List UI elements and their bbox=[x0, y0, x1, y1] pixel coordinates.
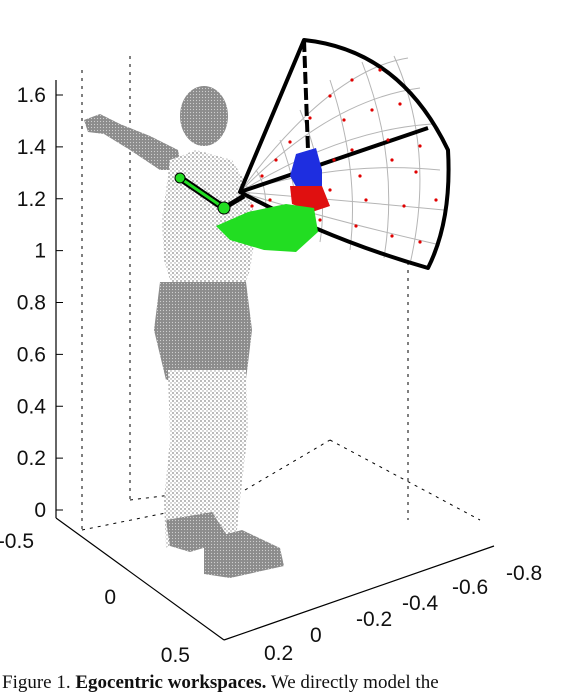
y-tick-label: -0.5 bbox=[0, 530, 34, 553]
shoulder-joint bbox=[174, 172, 186, 184]
sample-point bbox=[328, 94, 332, 98]
x-tick-label: -0.4 bbox=[402, 592, 439, 615]
sample-point bbox=[274, 158, 278, 162]
hand-red-region bbox=[290, 186, 330, 212]
sample-point bbox=[318, 218, 322, 222]
hips bbox=[154, 282, 252, 380]
workspace-cone bbox=[238, 38, 451, 270]
x-axis bbox=[223, 545, 495, 641]
hand-blue-region bbox=[290, 148, 322, 190]
sample-point bbox=[354, 224, 358, 228]
y-tick-group: -0.5 0 0.5 bbox=[0, 530, 190, 667]
y-tick-label: 0.5 bbox=[161, 644, 190, 667]
sample-point bbox=[434, 198, 438, 202]
sample-point bbox=[370, 108, 374, 112]
z-tick-label: 0.6 bbox=[17, 343, 46, 366]
z-tick-label: 1.4 bbox=[17, 136, 47, 159]
sample-point bbox=[402, 204, 406, 208]
figure-caption: Figure 1. Egocentric workspaces. We dire… bbox=[2, 672, 574, 694]
x-tick-label: 0.2 bbox=[264, 642, 293, 665]
x-tick-label: -0.8 bbox=[506, 562, 542, 585]
forearm-hand bbox=[216, 204, 318, 252]
z-tick-label: 0.4 bbox=[17, 395, 47, 418]
sample-point bbox=[250, 204, 254, 208]
sample-point bbox=[418, 144, 422, 148]
sample-point bbox=[390, 158, 394, 162]
x-tick-label: -0.6 bbox=[452, 576, 488, 599]
x-tick-label: -0.2 bbox=[356, 608, 392, 631]
z-tick-label: 0.2 bbox=[17, 447, 46, 470]
sample-point bbox=[308, 116, 312, 120]
z-tick-label: 1.6 bbox=[17, 84, 46, 107]
x-tick-group: 0.2 0 -0.2 -0.4 -0.6 -0.8 bbox=[264, 562, 542, 665]
z-tick-label: 1 bbox=[34, 240, 46, 263]
sample-point bbox=[350, 148, 354, 152]
caption-title: Egocentric workspaces. bbox=[75, 672, 267, 693]
upper-arm-link bbox=[179, 176, 225, 210]
left-raised-arm bbox=[84, 114, 182, 170]
sample-point bbox=[418, 240, 422, 244]
foot-front bbox=[204, 530, 284, 578]
sample-point bbox=[328, 188, 332, 192]
sample-point bbox=[350, 78, 354, 82]
leg-front bbox=[206, 370, 248, 540]
caption-label: Figure 1. bbox=[2, 672, 71, 693]
sample-point bbox=[364, 198, 368, 202]
human-point-cloud bbox=[84, 86, 284, 578]
sample-point bbox=[288, 140, 292, 144]
sample-point bbox=[268, 198, 272, 202]
elbow-joint bbox=[217, 201, 231, 215]
sample-point bbox=[398, 102, 402, 106]
head bbox=[180, 86, 228, 146]
leg-back bbox=[164, 370, 220, 548]
sample-point bbox=[386, 138, 390, 142]
z-tick-label: 0.8 bbox=[17, 292, 46, 315]
caption-text: We directly model the bbox=[270, 672, 439, 693]
sample-point bbox=[342, 118, 346, 122]
z-tick-group: 0 0.2 0.4 0.6 0.8 1 1.2 1.4 1.6 bbox=[17, 84, 63, 522]
y-axis bbox=[55, 517, 225, 641]
sample-point bbox=[358, 174, 362, 178]
z-tick-label: 0 bbox=[34, 499, 46, 522]
sample-point bbox=[390, 234, 394, 238]
z-tick-label: 1.2 bbox=[17, 188, 46, 211]
sample-point bbox=[332, 158, 336, 162]
sample-point bbox=[414, 170, 418, 174]
x-tick-label: 0 bbox=[310, 624, 322, 647]
green-arm bbox=[174, 172, 318, 252]
sample-point bbox=[378, 68, 382, 72]
sample-point bbox=[260, 174, 264, 178]
torso bbox=[162, 150, 256, 300]
guide-lines bbox=[81, 56, 481, 531]
y-tick-label: 0 bbox=[104, 586, 116, 609]
